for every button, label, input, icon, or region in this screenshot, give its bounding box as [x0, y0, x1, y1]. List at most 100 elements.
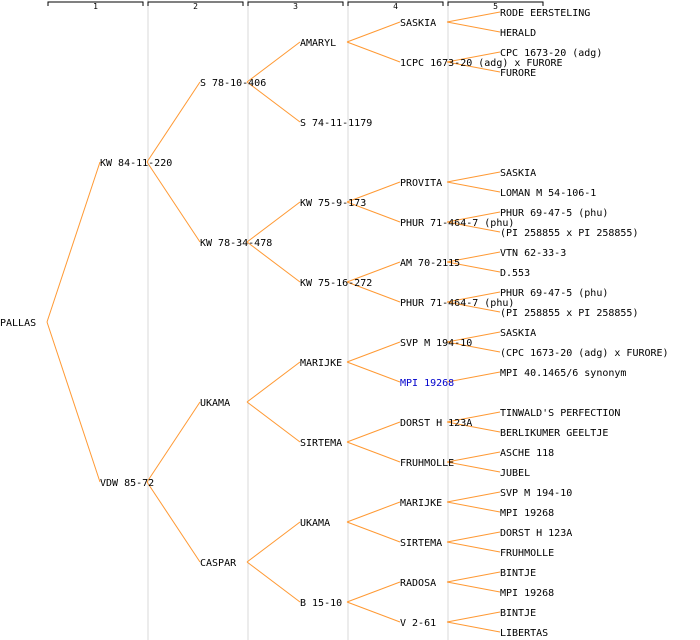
lineage-line	[446, 581, 501, 593]
lineage-line	[346, 21, 401, 43]
ancestor-label: SASKIA	[500, 328, 536, 339]
lineage-line	[446, 221, 501, 233]
lineage-line	[446, 421, 501, 433]
ancestor-label[interactable]: MPI 19268	[400, 378, 454, 389]
lineage-line	[146, 161, 201, 243]
lineage-line	[446, 11, 501, 23]
lineage-line	[446, 261, 501, 273]
generation-bracket-1	[47, 1, 144, 6]
generation-label-5: 5	[493, 2, 498, 11]
generation-bracket-3	[247, 1, 344, 6]
lineage-line	[246, 241, 301, 283]
ancestor-label: FRUHMOLLE	[500, 548, 554, 559]
ancestor-label: AM 70-2115	[400, 258, 460, 269]
lineage-line	[346, 421, 401, 443]
lineage-line	[146, 81, 201, 163]
ancestor-label: UKAMA	[200, 398, 230, 409]
lineage-line	[346, 361, 401, 383]
ancestor-label: PHUR 71-464-7 (phu)	[400, 298, 514, 309]
lineage-line	[46, 321, 101, 483]
lineage-line	[446, 331, 501, 343]
ancestor-label: PHUR 69-47-5 (phu)	[500, 208, 608, 219]
ancestor-label: BINTJE	[500, 608, 536, 619]
lineage-line	[446, 61, 501, 73]
lineage-line	[446, 301, 501, 313]
generation-label-2: 2	[193, 2, 198, 11]
lineage-line	[346, 521, 401, 543]
lineage-line	[446, 571, 501, 583]
ancestor-label: MPI 19268	[500, 508, 554, 519]
lineage-line	[346, 281, 401, 303]
ancestor-label: DORST H 123A	[500, 528, 572, 539]
ancestor-label: (PI 258855 x PI 258855)	[500, 228, 638, 239]
ancestor-label: S 74-11-1179	[300, 118, 372, 129]
ancestor-label: MPI 19268	[500, 588, 554, 599]
ancestor-label: (PI 258855 x PI 258855)	[500, 308, 638, 319]
ancestor-label: KW 84-11-220	[100, 158, 172, 169]
ancestor-label: 1CPC 1673-20 (adg) x FURORE	[400, 58, 563, 69]
ancestor-label: PROVITA	[400, 178, 442, 189]
ancestor-label: V 2-61	[400, 618, 436, 629]
ancestor-label: HERALD	[500, 28, 536, 39]
generation-bracket-5	[447, 1, 544, 6]
lineage-line	[446, 541, 501, 553]
ancestor-label: MARIJKE	[400, 498, 442, 509]
ancestor-label: CPC 1673-20 (adg)	[500, 48, 602, 59]
generation-label-1: 1	[93, 2, 98, 11]
ancestor-label: KW 78-34-478	[200, 238, 272, 249]
ancestor-label: CASPAR	[200, 558, 237, 569]
lineage-line	[346, 581, 401, 603]
ancestor-label: LIBERTAS	[500, 628, 548, 639]
lineage-line	[446, 451, 501, 463]
lineage-line	[446, 531, 501, 543]
lineage-line	[346, 601, 401, 623]
lineage-line	[346, 181, 401, 203]
generation-label-4: 4	[393, 2, 398, 11]
ancestor-label: D.553	[500, 268, 530, 279]
ancestor-label: JUBEL	[500, 468, 530, 479]
ancestor-label: TINWALD'S PERFECTION	[500, 408, 620, 419]
lineage-line	[446, 611, 501, 623]
ancestor-label: KW 75-16-272	[300, 278, 372, 289]
ancestor-label: UKAMA	[300, 518, 330, 529]
ancestor-label: PHUR 69-47-5 (phu)	[500, 288, 608, 299]
ancestor-label: DORST H 123A	[400, 418, 472, 429]
lineage-line	[446, 51, 501, 63]
generation-bracket-2	[147, 1, 244, 6]
ancestor-label: RADOSA	[400, 578, 436, 589]
lineage-line	[246, 401, 301, 443]
lineage-line	[146, 401, 201, 483]
ancestor-label: VTN 62-33-3	[500, 248, 566, 259]
lineage-line	[346, 341, 401, 363]
ancestor-label: B 15-10	[300, 598, 342, 609]
ancestor-label: SVP M 194-10	[400, 338, 472, 349]
lineage-line	[446, 171, 501, 183]
lineage-line	[446, 181, 501, 193]
lineage-line	[346, 441, 401, 463]
lineage-line	[446, 371, 501, 383]
ancestor-label: RODE EERSTELING	[500, 8, 590, 19]
lineage-line	[346, 501, 401, 523]
ancestor-label: LOMAN M 54-106-1	[500, 188, 596, 199]
ancestor-label: SASKIA	[500, 168, 536, 179]
generation-bracket-4	[347, 1, 444, 6]
lineage-line	[246, 41, 301, 83]
ancestor-label: AMARYL	[300, 38, 336, 49]
ancestor-label: S 78-10-406	[200, 78, 266, 89]
ancestor-label: BINTJE	[500, 568, 536, 579]
ancestor-label: (CPC 1673-20 (adg) x FURORE)	[500, 348, 669, 359]
lineage-line	[446, 411, 501, 423]
ancestor-label: SVP M 194-10	[500, 488, 572, 499]
lineage-line	[446, 461, 501, 473]
lineage-line	[446, 341, 501, 353]
ancestor-label: SASKIA	[400, 18, 436, 29]
lineage-line	[446, 21, 501, 33]
lineage-line	[246, 521, 301, 563]
lineage-line	[246, 201, 301, 243]
lineage-line	[46, 161, 101, 323]
lineage-line	[246, 81, 301, 123]
lineage-line	[446, 251, 501, 263]
generation-label-3: 3	[293, 2, 298, 11]
lineage-line	[446, 491, 501, 503]
